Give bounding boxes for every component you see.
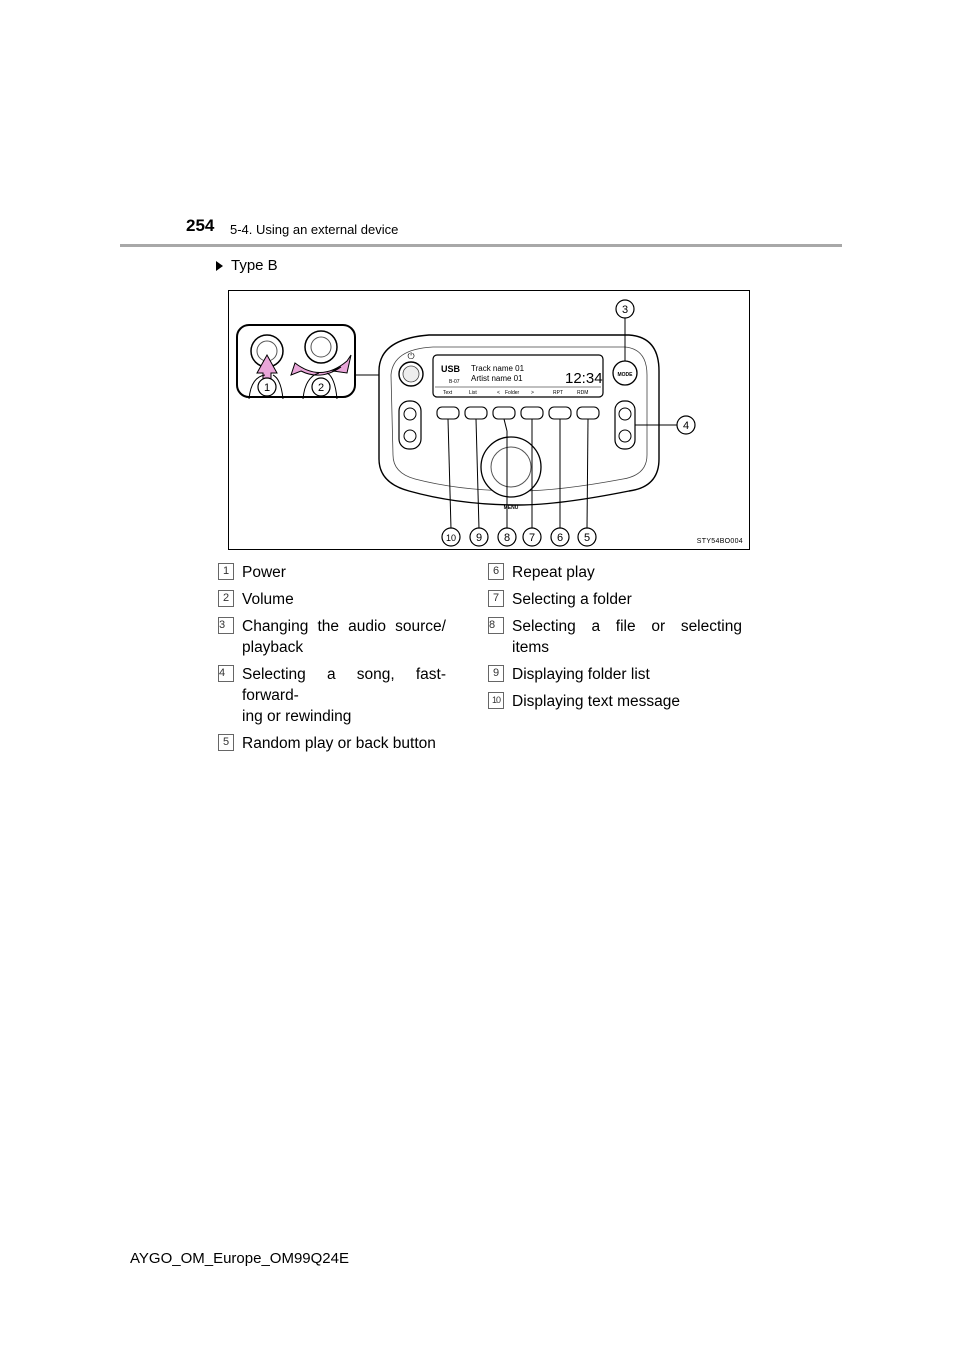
seek-down-icon [618,429,632,443]
legend-text: Displaying text message [512,693,680,710]
legend-item-6: 6 Repeat play [488,562,742,583]
softkey-rdm: RDM [577,390,588,396]
legend-text: Selecting a song, fast-forward- [242,666,446,704]
callout-10: 10 [446,533,456,543]
audio-unit-figure: 1 2 ⏻ USB Track name 01 Artist name 01 B… [228,290,750,550]
legend-item-3: 3 Changing the audio source/ playback [218,616,446,658]
callout-1: 1 [264,382,270,394]
legend-text-continued: ing or rewinding [242,708,352,725]
callout-2: 2 [318,382,324,394]
display-indicator: B-07 [449,379,460,385]
legend-left: 1 Power 2 Volume 3 Changing the audio so… [218,562,446,760]
legend-text: Repeat play [512,564,595,581]
callout-5: 5 [584,532,590,544]
legend-number-badge: 8 [488,617,504,634]
legend-item-2: 2 Volume [218,589,446,610]
legend-item-5: 5 Random play or back button [218,733,446,754]
legend-text: Selecting a file or selecting [512,618,742,635]
type-label: Type B [216,257,278,274]
legend-number-badge: 3 [218,617,234,634]
header-rule [120,244,842,247]
rotate-arrow-icon [290,354,352,376]
callout-3: 3 [622,304,628,316]
audio-unit-body: ⏻ USB Track name 01 Artist name 01 B-07 … [378,334,660,511]
legend-item-10: 10 Displaying text message [488,691,742,712]
legend-number-badge: 2 [218,590,234,607]
legend-item-8: 8 Selecting a file or selecting items [488,616,742,658]
legend-text: Displaying folder list [512,666,650,683]
press-arrow-icon [256,353,278,384]
legend-text-continued: playback [242,639,304,656]
softkey-text: Text [443,390,453,396]
legend-text: Random play or back button [242,735,436,752]
legend-right: 6 Repeat play 7 Selecting a folder 8 Sel… [488,562,742,718]
audio-unit-illustration: 1 2 ⏻ USB Track name 01 Artist name 01 B… [236,299,696,547]
legend-number-badge: 1 [218,563,234,580]
legend-item-1: 1 Power [218,562,446,583]
legend-item-9: 9 Displaying folder list [488,664,742,685]
callout-8: 8 [504,532,510,544]
legend-text: Volume [242,591,294,608]
legend-item-7: 7 Selecting a folder [488,589,742,610]
callout-9: 9 [476,532,482,544]
display-clock: 12:34 [565,370,603,387]
display-track: Track name 01 [471,364,525,373]
callout-4: 4 [683,420,689,432]
legend-number-badge: 10 [488,692,504,709]
softkey-next: > [531,390,534,396]
legend-text: Power [242,564,286,581]
figure-code: STY54BO004 [696,538,743,545]
phone-hangup-icon [403,429,417,443]
softkey-prev: < [497,390,500,396]
phone-pickup-icon [403,407,417,421]
softkey-folder: Folder [505,390,520,396]
legend-item-4: 4 Selecting a song, fast-forward- ing or… [218,664,446,727]
callout-6: 6 [557,532,563,544]
footer-document-code: AYGO_OM_Europe_OM99Q24E [130,1250,349,1267]
legend-text: Changing the audio source/ [242,618,446,635]
menu-label: MENU [504,505,519,511]
knob-inset: 1 2 [236,324,356,400]
legend-text: Selecting a folder [512,591,632,608]
section-title: 5-4. Using an external device [230,222,399,237]
triangle-bullet-icon [216,260,223,271]
legend-text-continued: items [512,639,550,656]
seek-up-icon [618,407,632,421]
legend-number-badge: 7 [488,590,504,607]
legend-number-badge: 9 [488,665,504,682]
legend-number-badge: 6 [488,563,504,580]
display-artist: Artist name 01 [471,374,523,383]
legend-number-badge: 5 [218,734,234,751]
page-number: 254 [186,216,215,235]
softkey-rpt: RPT [553,390,563,396]
display-source: USB [441,364,461,374]
softkey-list: List [469,390,477,396]
power-symbol-icon: ⏻ [407,351,414,361]
callout-7: 7 [529,532,535,544]
legend-number-badge: 4 [218,665,234,682]
mode-label: MODE [618,372,634,378]
type-label-text: Type B [231,257,278,274]
